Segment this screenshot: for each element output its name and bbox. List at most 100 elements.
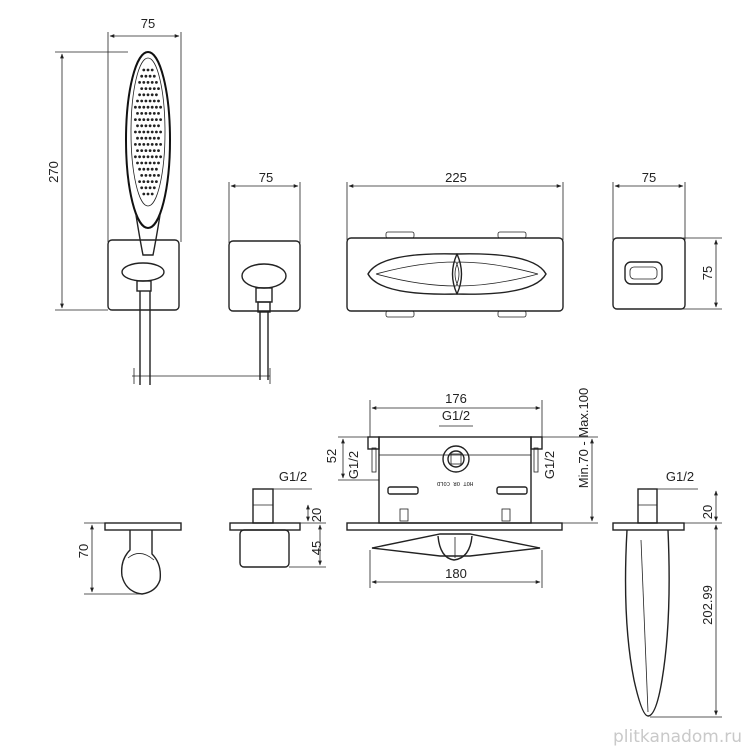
nozzle-dot: [150, 130, 154, 134]
nozzle-dot: [146, 130, 150, 134]
holder-wall-plate: [228, 240, 301, 312]
nozzle-dot: [152, 74, 156, 78]
nozzle-dot: [157, 149, 160, 153]
nozzle-dot: [138, 81, 142, 84]
nozzle-dot: [146, 167, 150, 171]
nozzle-dot: [136, 124, 139, 128]
nozzle-dot: [155, 143, 158, 146]
nozzle-dot: [140, 136, 144, 140]
shower-wall-plate: [107, 239, 180, 311]
nozzle-dot: [152, 161, 156, 165]
dim-spout-flange: 20: [700, 505, 715, 519]
nozzle-dot: [148, 99, 152, 103]
nozzle-dot: [155, 118, 158, 121]
nozzle-dot: [155, 180, 158, 184]
nozzle-dot: [144, 87, 148, 90]
nozzle-dot: [136, 112, 139, 115]
dim-spout-thread: G1/2: [666, 469, 694, 484]
nozzle-dot: [159, 155, 163, 159]
nozzle-dot: [140, 99, 144, 103]
holder-knob: [241, 263, 287, 289]
side-view-handshower: 70: [76, 522, 182, 595]
nozzle-dot: [134, 155, 137, 159]
shower-head-outline: [125, 51, 171, 229]
nozzle-dot: [138, 93, 142, 97]
dim-holder-width: 75: [259, 170, 273, 185]
nozzle-dot: [150, 93, 154, 97]
dim-box-bottom: 180: [445, 566, 467, 581]
shower-handle: [135, 214, 161, 256]
nozzle-dot: [140, 174, 144, 177]
nozzle-dot: [159, 105, 163, 109]
dim-box-depth: Min.70 - Max.100: [576, 388, 591, 488]
mixer-handle-left: [367, 253, 463, 295]
spout-view: G1/2 20 202.99: [612, 469, 722, 718]
nozzle-dot: [134, 118, 137, 121]
nozzle-dot: [134, 130, 137, 134]
dim-box-side-left: G1/2: [346, 451, 361, 479]
dim-diverter-width: 75: [642, 170, 656, 185]
nozzle-dot: [146, 81, 150, 84]
holder-view: 75: [228, 170, 301, 380]
dim-side-depth: 70: [76, 544, 91, 558]
nozzle-dot: [148, 136, 152, 140]
nozzle-dot: [144, 174, 148, 177]
nozzle-dot: [138, 130, 142, 134]
dim-holder-flange: 20: [309, 508, 324, 522]
dim-box-inlet: G1/2: [442, 408, 470, 423]
nozzle-dot: [150, 155, 154, 159]
nozzle-dot: [136, 149, 139, 153]
nozzle-dot: [144, 136, 148, 140]
nozzle-dot: [138, 180, 142, 184]
nozzle-dot: [142, 118, 146, 121]
nozzle-dot: [157, 87, 160, 90]
box-cover-plate: [346, 522, 563, 531]
nozzle-dot: [142, 130, 146, 134]
nozzle-dot: [148, 87, 152, 90]
nozzle-dot: [146, 192, 150, 196]
nozzle-dot: [144, 99, 148, 103]
spout-thread: [637, 488, 658, 524]
nozzle-dot: [144, 112, 148, 115]
nozzle-dot: [146, 105, 150, 109]
nozzle-dot: [152, 136, 156, 140]
diverter-view: 75 75: [612, 170, 722, 310]
nozzle-dot: [152, 174, 156, 177]
hand-shower-view: 75 270: [46, 16, 271, 385]
box-bottom-shape: [371, 533, 541, 557]
nozzle-dot: [146, 118, 150, 121]
nozzle-dot: [150, 143, 154, 146]
box-connector-left: [367, 436, 380, 450]
nozzle-dot: [155, 105, 158, 109]
nozzle-dot: [155, 81, 158, 84]
nozzle-dot: [140, 74, 144, 78]
nozzle-dot: [157, 161, 160, 165]
nozzle-dot: [150, 192, 154, 196]
nozzle-dot: [144, 74, 148, 78]
nozzle-dot: [142, 167, 146, 171]
nozzle-dot: [146, 93, 150, 97]
nozzle-dot: [136, 161, 139, 165]
nozzle-dot: [155, 93, 158, 97]
nozzle-dot: [150, 180, 154, 184]
nozzle-dot: [144, 161, 148, 165]
nozzle-dot: [140, 186, 144, 190]
nozzle-dot: [152, 87, 156, 90]
nozzle-dot: [142, 180, 146, 184]
dim-spout-length: 202.99: [700, 585, 715, 625]
nozzle-dot: [140, 161, 144, 165]
nozzle-dot: [140, 124, 144, 128]
nozzle-dot: [142, 105, 146, 109]
nozzle-dot: [148, 174, 152, 177]
shower-nozzles: [134, 68, 163, 196]
nozzle-dot: [138, 155, 142, 159]
dim-holder-body: 45: [309, 541, 324, 555]
box-inlet-outer: [442, 445, 470, 473]
dim-holder-thread: G1/2: [279, 469, 307, 484]
mixer-view: 225: [346, 170, 564, 318]
nozzle-dot: [142, 93, 146, 97]
shower-head-inner: [130, 57, 166, 207]
holder-side-thread: [252, 488, 274, 524]
dim-handshower-height: 270: [46, 161, 61, 183]
nozzle-dot: [144, 149, 148, 153]
